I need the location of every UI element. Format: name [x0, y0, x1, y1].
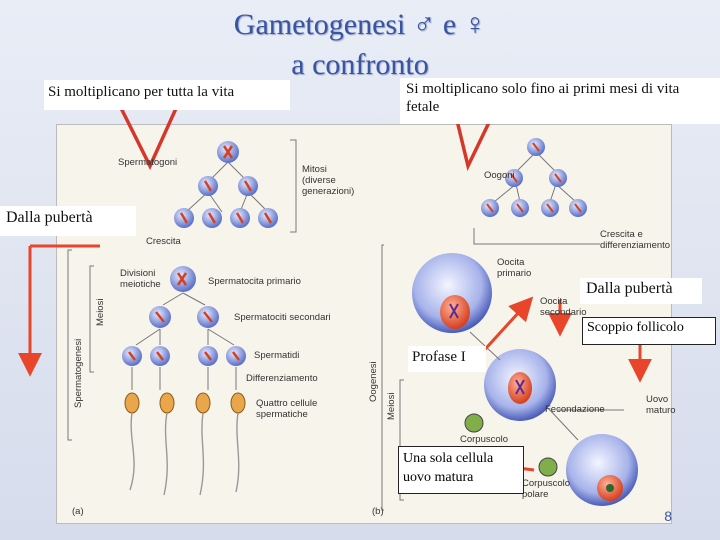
- spermatogenesis-bracket: [67, 249, 72, 441]
- label-mitosi: Mitosi (diverse generazioni): [302, 164, 355, 197]
- label-spermatogenesi: Spermatogenesi: [73, 338, 84, 408]
- note-prophase: Profase I: [408, 346, 486, 372]
- label-oocita-primario: Oocita primario: [497, 257, 532, 279]
- label-panel-b: (b): [372, 506, 384, 517]
- chromosome-marks-top: [179, 145, 273, 224]
- note-puberty-right: Dalla pubertà: [580, 278, 702, 304]
- label-spermatociti-secondari: Spermatociti secondari: [234, 312, 331, 323]
- slide-title-line2: a confronto: [291, 48, 429, 81]
- label-corpuscolo-polare-2: Corpuscolo polare: [522, 478, 571, 500]
- note-male-mitosis: Si moltiplicano per tutta la vita: [44, 80, 290, 110]
- label-oogenesi: Oogenesi: [368, 361, 379, 402]
- label-panel-a: (a): [72, 506, 84, 517]
- label-crescita-diff: Crescita e differenziamento: [600, 229, 671, 251]
- oogenesis-bracket: [381, 244, 384, 511]
- polar-body-2: [538, 457, 558, 477]
- chromosome-marks-meiosis: [128, 272, 240, 361]
- oogonia-growth-line: [473, 228, 600, 245]
- note-one-egg: Una sola cellula uovo matura: [398, 446, 524, 494]
- meiosis-bracket-left: [89, 265, 94, 373]
- label-oocita-secondario: Oocita secondario: [540, 296, 587, 318]
- label-meiosi-right: Meiosi: [386, 392, 397, 420]
- label-divisioni-meiotiche: Divisioni meiotiche: [120, 268, 161, 290]
- label-differenziamento: Differenziamento: [246, 373, 318, 384]
- label-crescita: Crescita: [146, 236, 181, 247]
- sperm-cells: [124, 392, 246, 496]
- label-oogoni: Oogoni: [484, 170, 515, 181]
- polar-body-1: [464, 413, 484, 433]
- meiosis-bracket-right: [399, 379, 404, 501]
- primary-oocyte: [412, 253, 492, 333]
- label-spermatocita-primario: Spermatocita primario: [208, 276, 301, 287]
- mitosis-bracket: [290, 139, 297, 233]
- oogonia-marks: [486, 142, 582, 213]
- page-number: 8: [664, 508, 672, 524]
- meiosis-lines: [131, 292, 237, 390]
- label-fecondazione: Fecondazione: [545, 404, 605, 415]
- label-spermatidi: Spermatidi: [254, 350, 300, 361]
- label-spermatogoni: Spermatogoni: [118, 157, 178, 168]
- callout-pointers: [116, 101, 498, 172]
- label-uovo-maturo: Uovo maturo: [646, 394, 676, 416]
- label-quattro-cellule: Quattro cellule spermatiche: [256, 398, 318, 420]
- slide-title-line1: Gametogenesi ♂ e ♀: [233, 8, 487, 41]
- note-puberty-left: Dalla pubertà: [0, 206, 136, 236]
- note-female-mitosis: Si moltiplicano solo fino ai primi mesi …: [400, 78, 720, 124]
- label-meiosi-left: Meiosi: [95, 298, 106, 326]
- note-follicle-burst: Scoppio follicolo: [582, 317, 716, 345]
